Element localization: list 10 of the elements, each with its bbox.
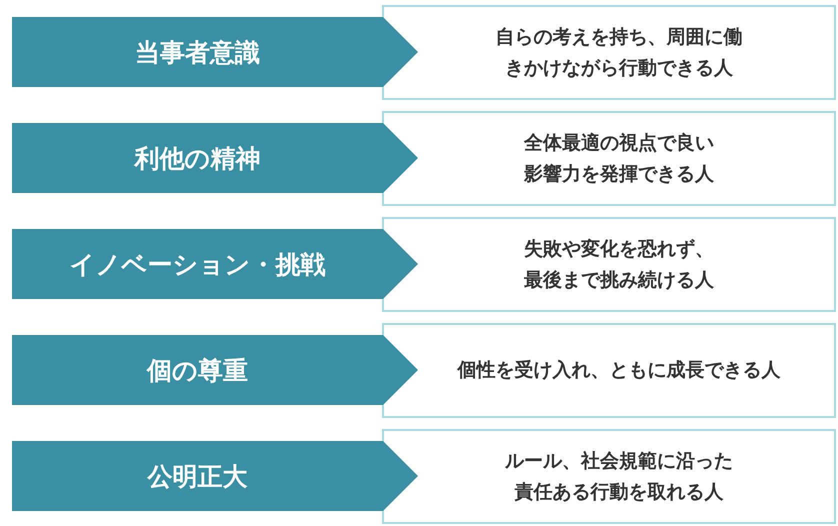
arrow-banner: 利他の精神 bbox=[12, 123, 418, 193]
description-box: 失敗や変化を恐れず、最後まで挑み続ける人 bbox=[382, 217, 836, 312]
arrow-banner: 当事者意識 bbox=[12, 17, 418, 87]
description-box: ルール、社会規範に沿った責任ある行動を取れる人 bbox=[382, 429, 836, 524]
arrow-banner: イノベーション・挑戦 bbox=[12, 229, 418, 299]
description-box: 個性を受け入れ、ともに成長できる人 bbox=[382, 323, 836, 418]
arrow-banner: 個の尊重 bbox=[12, 335, 418, 405]
arrow-banner: 公明正大 bbox=[12, 441, 418, 511]
description-box: 全体最適の視点で良い影響力を発揮できる人 bbox=[382, 111, 836, 206]
description-box: 自らの考えを持ち、周囲に働きかけながら行動できる人 bbox=[382, 5, 836, 100]
